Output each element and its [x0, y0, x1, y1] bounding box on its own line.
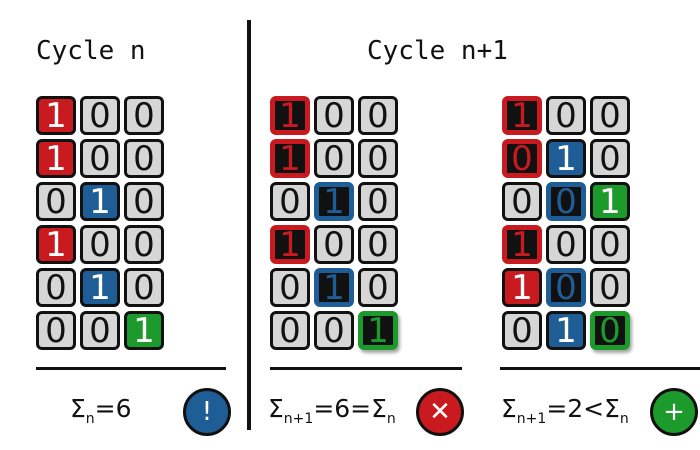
- grid-cell-p2-r2-c3: 0: [358, 139, 398, 178]
- grid-cell-p3-r1-c2: 0: [546, 96, 586, 135]
- grid-cell-p3-r6-c1: 0: [502, 311, 542, 350]
- grid-cell-p2-r1-c2: 0: [314, 96, 354, 135]
- grid-cell-p3-r1-c3: 0: [590, 96, 630, 135]
- x-icon: ✕: [416, 388, 464, 436]
- grid-cell-p3-r2-c2: 1: [546, 139, 586, 178]
- title-cycle-n: Cycle n: [36, 36, 146, 66]
- grid-cell-p1-r5-c2: 1: [80, 268, 120, 307]
- grid-cell-p1-r1-c3: 0: [124, 96, 164, 135]
- grid-cell-p3-r3-c3: 1: [590, 182, 630, 221]
- plus-icon: +: [650, 388, 698, 436]
- grid-cell-p3-r2-c3: 0: [590, 139, 630, 178]
- grid-cell-p2-r4-c1: 1: [270, 225, 310, 264]
- sum-label-3: Σn+1=2<Σn: [501, 394, 629, 427]
- grid-cell-p1-r5-c3: 0: [124, 268, 164, 307]
- grid-cell-p2-r5-c1: 0: [270, 268, 310, 307]
- grid-cell-p1-r2-c1: 1: [36, 139, 76, 178]
- grid-cell-p2-r2-c1: 1: [270, 139, 310, 178]
- grid-cell-p2-r4-c2: 0: [314, 225, 354, 264]
- grid-cell-p2-r5-c2: 1: [314, 268, 354, 307]
- grid-cell-p3-r6-c2: 1: [546, 311, 586, 350]
- grid-cell-p1-r5-c1: 0: [36, 268, 76, 307]
- grid-cell-p2-r6-c1: 0: [270, 311, 310, 350]
- grid-cell-p2-r5-c3: 0: [358, 268, 398, 307]
- title-cycle-n-plus-1: Cycle n+1: [367, 36, 508, 66]
- grid-cell-p2-r6-c2: 0: [314, 311, 354, 350]
- divider-vertical: [247, 20, 251, 430]
- divider-horizontal-3: [500, 367, 700, 370]
- grid-cell-p1-r6-c2: 0: [80, 311, 120, 350]
- divider-horizontal-1: [36, 367, 226, 370]
- grid-cell-p3-r5-c3: 0: [590, 268, 630, 307]
- sum-label-2: Σn+1=6=Σn: [268, 394, 396, 427]
- grid-cell-p1-r3-c1: 0: [36, 182, 76, 221]
- grid-cell-p2-r1-c1: 1: [270, 96, 310, 135]
- grid-cell-p3-r3-c2: 0: [546, 182, 586, 221]
- grid-cell-p1-r4-c1: 1: [36, 225, 76, 264]
- grid-cell-p2-r1-c3: 0: [358, 96, 398, 135]
- grid-cell-p1-r2-c3: 0: [124, 139, 164, 178]
- grid-cell-p3-r1-c1: 1: [502, 96, 542, 135]
- grid-cell-p3-r4-c1: 1: [502, 225, 542, 264]
- grid-cell-p2-r6-c3: 1: [358, 311, 398, 350]
- grid-cell-p2-r2-c2: 0: [314, 139, 354, 178]
- grid-cell-p3-r6-c3: 0: [590, 311, 630, 350]
- grid-cell-p3-r5-c1: 1: [502, 268, 542, 307]
- grid-cell-p3-r3-c1: 0: [502, 182, 542, 221]
- grid-cell-p1-r6-c3: 1: [124, 311, 164, 350]
- grid-cell-p1-r6-c1: 0: [36, 311, 76, 350]
- grid-cell-p3-r2-c1: 0: [502, 139, 542, 178]
- grid-cell-p2-r3-c3: 0: [358, 182, 398, 221]
- grid-cell-p3-r5-c2: 0: [546, 268, 586, 307]
- grid-cell-p2-r3-c2: 1: [314, 182, 354, 221]
- grid-cell-p2-r4-c3: 0: [358, 225, 398, 264]
- grid-cell-p1-r3-c3: 0: [124, 182, 164, 221]
- grid-cell-p3-r4-c2: 0: [546, 225, 586, 264]
- grid-cell-p1-r4-c2: 0: [80, 225, 120, 264]
- grid-cell-p1-r1-c1: 1: [36, 96, 76, 135]
- grid-cell-p1-r3-c2: 1: [80, 182, 120, 221]
- grid-cell-p1-r4-c3: 0: [124, 225, 164, 264]
- grid-cell-p3-r4-c3: 0: [590, 225, 630, 264]
- exclamation-icon: !: [183, 388, 231, 436]
- divider-horizontal-2: [270, 367, 462, 370]
- grid-cell-p1-r2-c2: 0: [80, 139, 120, 178]
- grid-cell-p1-r1-c2: 0: [80, 96, 120, 135]
- grid-cell-p2-r3-c1: 0: [270, 182, 310, 221]
- sum-label-1: Σn=6: [70, 394, 132, 427]
